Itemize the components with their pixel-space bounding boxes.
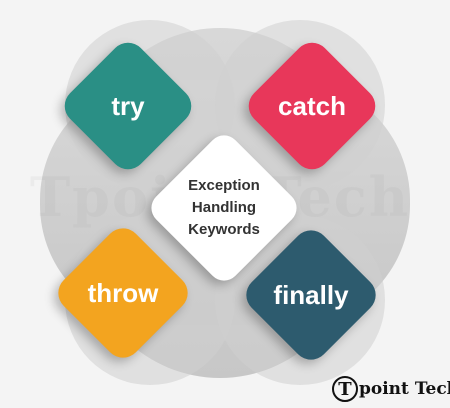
finally-label: finally [273, 279, 349, 310]
logo-t-icon: T [332, 376, 358, 402]
catch-label: catch [278, 90, 346, 121]
center-tile: Exception Handling Keywords [144, 128, 304, 288]
throw-label: throw [87, 277, 159, 308]
finally-tile: finally [238, 222, 384, 368]
tpoint-tech-logo: T point Tech [332, 374, 450, 404]
try-label: try [111, 90, 145, 121]
center-title: Exception Handling Keywords [188, 175, 260, 241]
try-tile: try [57, 35, 199, 177]
throw-tile: throw [50, 220, 196, 366]
center-title-line1: Exception [188, 177, 260, 194]
center-title-line3: Keywords [188, 221, 260, 238]
catch-tile: catch [241, 35, 383, 177]
center-title-line2: Handling [191, 199, 257, 216]
logo-text: point Tech [359, 379, 450, 399]
